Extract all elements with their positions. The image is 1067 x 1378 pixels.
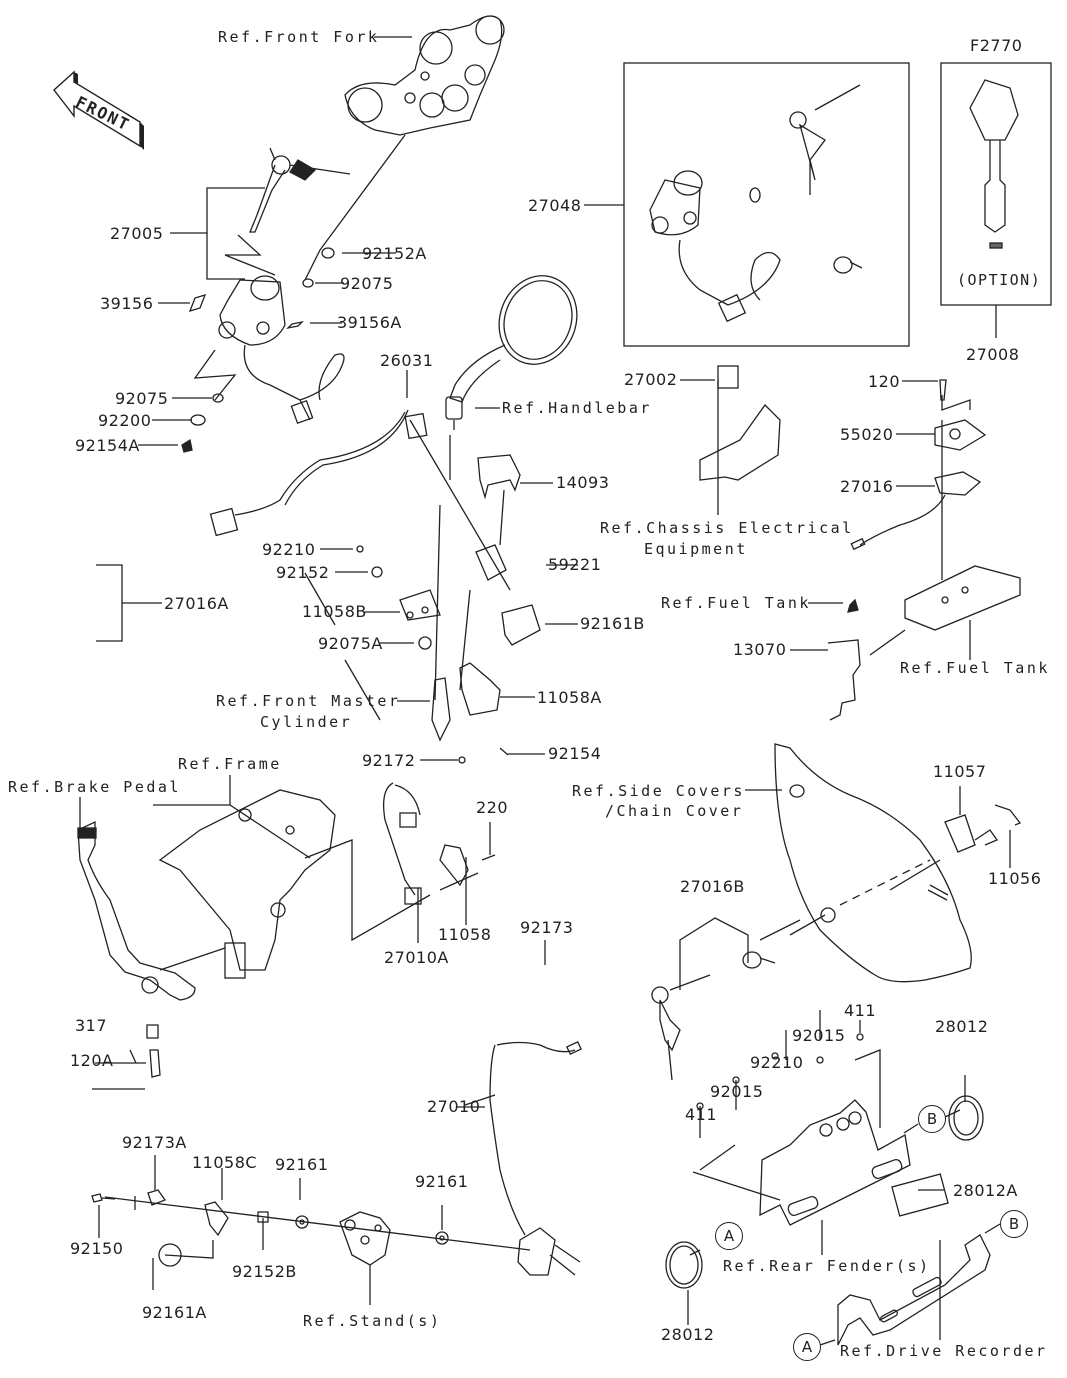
option-key-box [940,62,1052,306]
part-92150[interactable]: 92150 [70,1239,124,1258]
option-label: (OPTION) [957,271,1042,289]
ignition-kit-box [623,62,910,347]
part-92172[interactable]: 92172 [362,751,416,770]
part-92173[interactable]: 92173 [520,918,574,937]
part-92173A[interactable]: 92173A [122,1133,187,1152]
ref-stands[interactable]: Ref.Stand(s) [303,1312,442,1330]
part-11056[interactable]: 11056 [988,869,1042,888]
ref-handlebar[interactable]: Ref.Handlebar [502,399,652,417]
part-27010A[interactable]: 27010A [384,948,449,967]
part-27002[interactable]: 27002 [624,370,678,389]
ref-front-master-line2[interactable]: Cylinder [260,713,353,731]
part-92161-left[interactable]: 92161 [275,1155,329,1174]
part-39156[interactable]: 39156 [100,294,154,313]
part-411-lower[interactable]: 411 [685,1105,718,1124]
part-92210-upper[interactable]: 92210 [262,540,316,559]
part-55020[interactable]: 55020 [840,425,894,444]
part-27048[interactable]: 27048 [528,196,582,215]
part-92154[interactable]: 92154 [548,744,602,763]
part-13070[interactable]: 13070 [733,640,787,659]
part-11058B[interactable]: 11058B [302,602,367,621]
side-cover-drawing [651,743,1022,1081]
brake-pedal-frame-drawing [77,789,336,1078]
part-92015-upper[interactable]: 92015 [792,1026,846,1045]
part-11057[interactable]: 11057 [933,762,987,781]
ref-fuel-tank-upper[interactable]: Ref.Fuel Tank [661,594,811,612]
part-11058[interactable]: 11058 [438,925,492,944]
part-92161-right[interactable]: 92161 [415,1172,469,1191]
part-92161A[interactable]: 92161A [142,1303,207,1322]
ref-fuel-tank-lower[interactable]: Ref.Fuel Tank [900,659,1050,677]
diagram-code: F2770 [970,36,1023,55]
front-direction-arrow: FRONT [48,70,148,152]
part-92152A[interactable]: 92152A [362,244,427,263]
part-27016A[interactable]: 27016A [164,594,229,613]
marker-a-upper: A [715,1222,743,1250]
sensor-drawing [382,782,496,905]
part-27010[interactable]: 27010 [427,1097,481,1116]
ref-brake-pedal[interactable]: Ref.Brake Pedal [8,778,181,796]
part-120A[interactable]: 120A [70,1051,114,1070]
mirror-drawing [445,275,578,430]
ref-chassis-electrical-line1[interactable]: Ref.Chassis Electrical [600,519,854,537]
part-92210-lower[interactable]: 92210 [750,1053,804,1072]
part-92154A[interactable]: 92154A [75,436,140,455]
part-92075A[interactable]: 92075A [318,634,383,653]
center-parts-drawing [356,365,1021,764]
ref-chassis-electrical-line2[interactable]: Equipment [644,540,748,558]
part-92075-upper[interactable]: 92075 [340,274,394,293]
ref-frame[interactable]: Ref.Frame [178,755,282,773]
ref-side-covers-line2[interactable]: /Chain Cover [605,802,744,820]
stand-switch-drawing [91,1040,582,1276]
part-11058A[interactable]: 11058A [537,688,602,707]
front-fork-clamp-drawing [344,15,505,136]
ignition-kit-drawing [649,79,1019,323]
part-27005[interactable]: 27005 [110,224,164,243]
part-220[interactable]: 220 [476,798,509,817]
part-39156A[interactable]: 39156A [337,313,402,332]
marker-b-upper: B [918,1105,946,1133]
part-92161B[interactable]: 92161B [580,614,645,633]
ref-drive-recorder[interactable]: Ref.Drive Recorder [840,1342,1048,1360]
part-92152[interactable]: 92152 [276,563,330,582]
part-92015-lower[interactable]: 92015 [710,1082,764,1101]
part-411-upper[interactable]: 411 [844,1001,877,1020]
ref-side-covers-line1[interactable]: Ref.Side Covers [572,782,745,800]
part-92200[interactable]: 92200 [98,411,152,430]
wire-harness-drawing [209,409,428,537]
part-11058C[interactable]: 11058C [192,1153,258,1172]
part-28012A[interactable]: 28012A [953,1181,1018,1200]
part-28012-lower[interactable]: 28012 [661,1325,715,1344]
rear-fender-drawing [665,1033,991,1346]
ref-front-master-line1[interactable]: Ref.Front Master [216,692,401,710]
part-92152B[interactable]: 92152B [232,1262,297,1281]
marker-b-lower: B [1000,1210,1028,1238]
part-26031[interactable]: 26031 [380,351,434,370]
part-120[interactable]: 120 [868,372,901,391]
part-27016[interactable]: 27016 [840,477,894,496]
part-28012-upper[interactable]: 28012 [935,1017,989,1036]
part-317[interactable]: 317 [75,1016,108,1035]
arrow-left-icon [53,70,144,150]
ignition-switch-drawing [181,147,351,453]
part-14093[interactable]: 14093 [556,473,610,492]
ref-rear-fenders[interactable]: Ref.Rear Fender(s) [723,1257,931,1275]
ref-front-fork[interactable]: Ref.Front Fork [218,28,380,46]
part-27016B[interactable]: 27016B [680,877,745,896]
part-59221[interactable]: 59221 [548,555,602,574]
marker-a-lower: A [793,1333,821,1361]
part-92075-lower[interactable]: 92075 [115,389,169,408]
part-27008[interactable]: 27008 [966,345,1020,364]
